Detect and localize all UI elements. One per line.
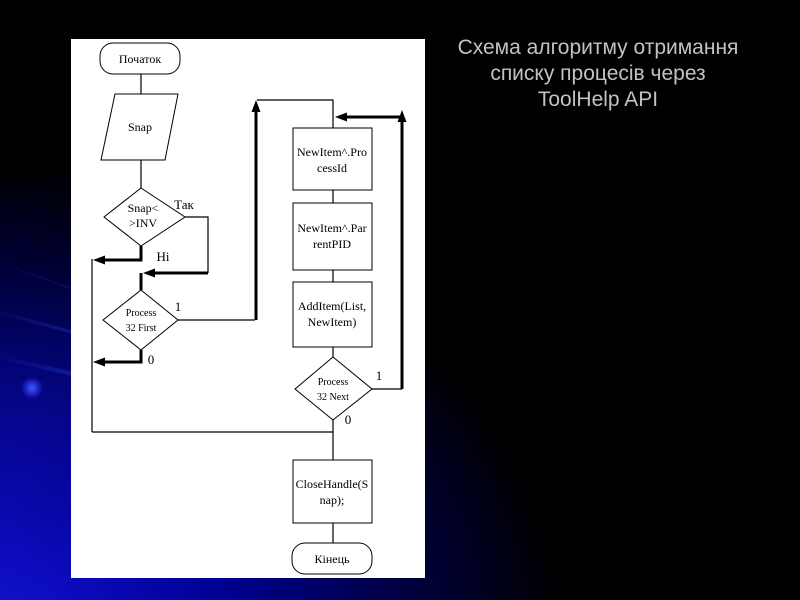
flowchart-panel: Початок Snap Snap< >INV Так Ні Process 3…	[71, 39, 425, 578]
newitem-parentpid-line1: NewItem^.Par	[297, 221, 366, 235]
additem-line1: AddItem(List,	[298, 299, 366, 313]
flow-arrowheads	[93, 100, 407, 367]
decision-snap-line1: Snap<	[128, 201, 159, 215]
arrow-next-true-loop-left	[335, 112, 347, 122]
start-label: Початок	[119, 52, 161, 66]
slide-title-line-3: ToolHelp API	[537, 88, 659, 111]
newitem-processid-box	[292, 127, 373, 191]
start-terminator	[99, 42, 181, 75]
slide-title-line-1: Схема алгоритму отримання	[457, 36, 739, 59]
closehandle-box	[292, 459, 373, 524]
newitem-processid-line2: cessId	[317, 161, 347, 175]
label-first-false: 0	[148, 352, 155, 367]
label-yes: Так	[174, 197, 194, 212]
process32first-diamond	[102, 289, 179, 351]
additem-line2: NewItem)	[308, 315, 357, 329]
arrow-next-true-loop-up	[397, 110, 407, 122]
newitem-parentpid-box	[292, 202, 373, 271]
flow-connectors-thick	[105, 111, 404, 389]
newitem-parentpid-line2: rentPID	[313, 237, 351, 251]
end-label: Кінець	[315, 552, 351, 566]
label-first-true: 1	[175, 299, 182, 314]
slide-title-line-2: списку процесів через	[490, 62, 706, 85]
closehandle-line2: nap);	[320, 493, 345, 507]
label-next-true: 1	[376, 368, 383, 383]
end-terminator	[291, 542, 373, 575]
slide-title: Схема алгоритму отримання списку процесі…	[428, 35, 768, 113]
label-next-false: 0	[345, 412, 352, 427]
newitem-processid-line1: NewItem^.Pro	[297, 145, 367, 159]
process32next-diamond	[294, 356, 373, 421]
process32next-line1: Process	[318, 377, 349, 388]
additem-box	[292, 281, 373, 348]
process32first-line1: Process	[126, 308, 157, 319]
process32first-line2: 32 First	[126, 323, 157, 334]
arrow-yes-branch	[143, 268, 155, 278]
label-no: Ні	[157, 249, 170, 264]
arrow-no-branch	[93, 255, 105, 265]
flowchart-canvas: Початок Snap Snap< >INV Так Ні Process 3…	[91, 42, 407, 575]
process32next-line2: 32 Next	[317, 392, 349, 403]
decision-snap-inv-diamond	[103, 187, 186, 247]
decision-snap-line2: >INV	[129, 216, 157, 230]
arrow-first-true-loop-up	[251, 100, 261, 112]
snap-label: Snap	[128, 120, 152, 134]
arrow-first-false-branch	[93, 357, 105, 367]
snap-parallelogram	[100, 93, 179, 161]
closehandle-line1: CloseHandle(S	[296, 477, 369, 491]
flow-connectors-thin	[91, 74, 402, 543]
